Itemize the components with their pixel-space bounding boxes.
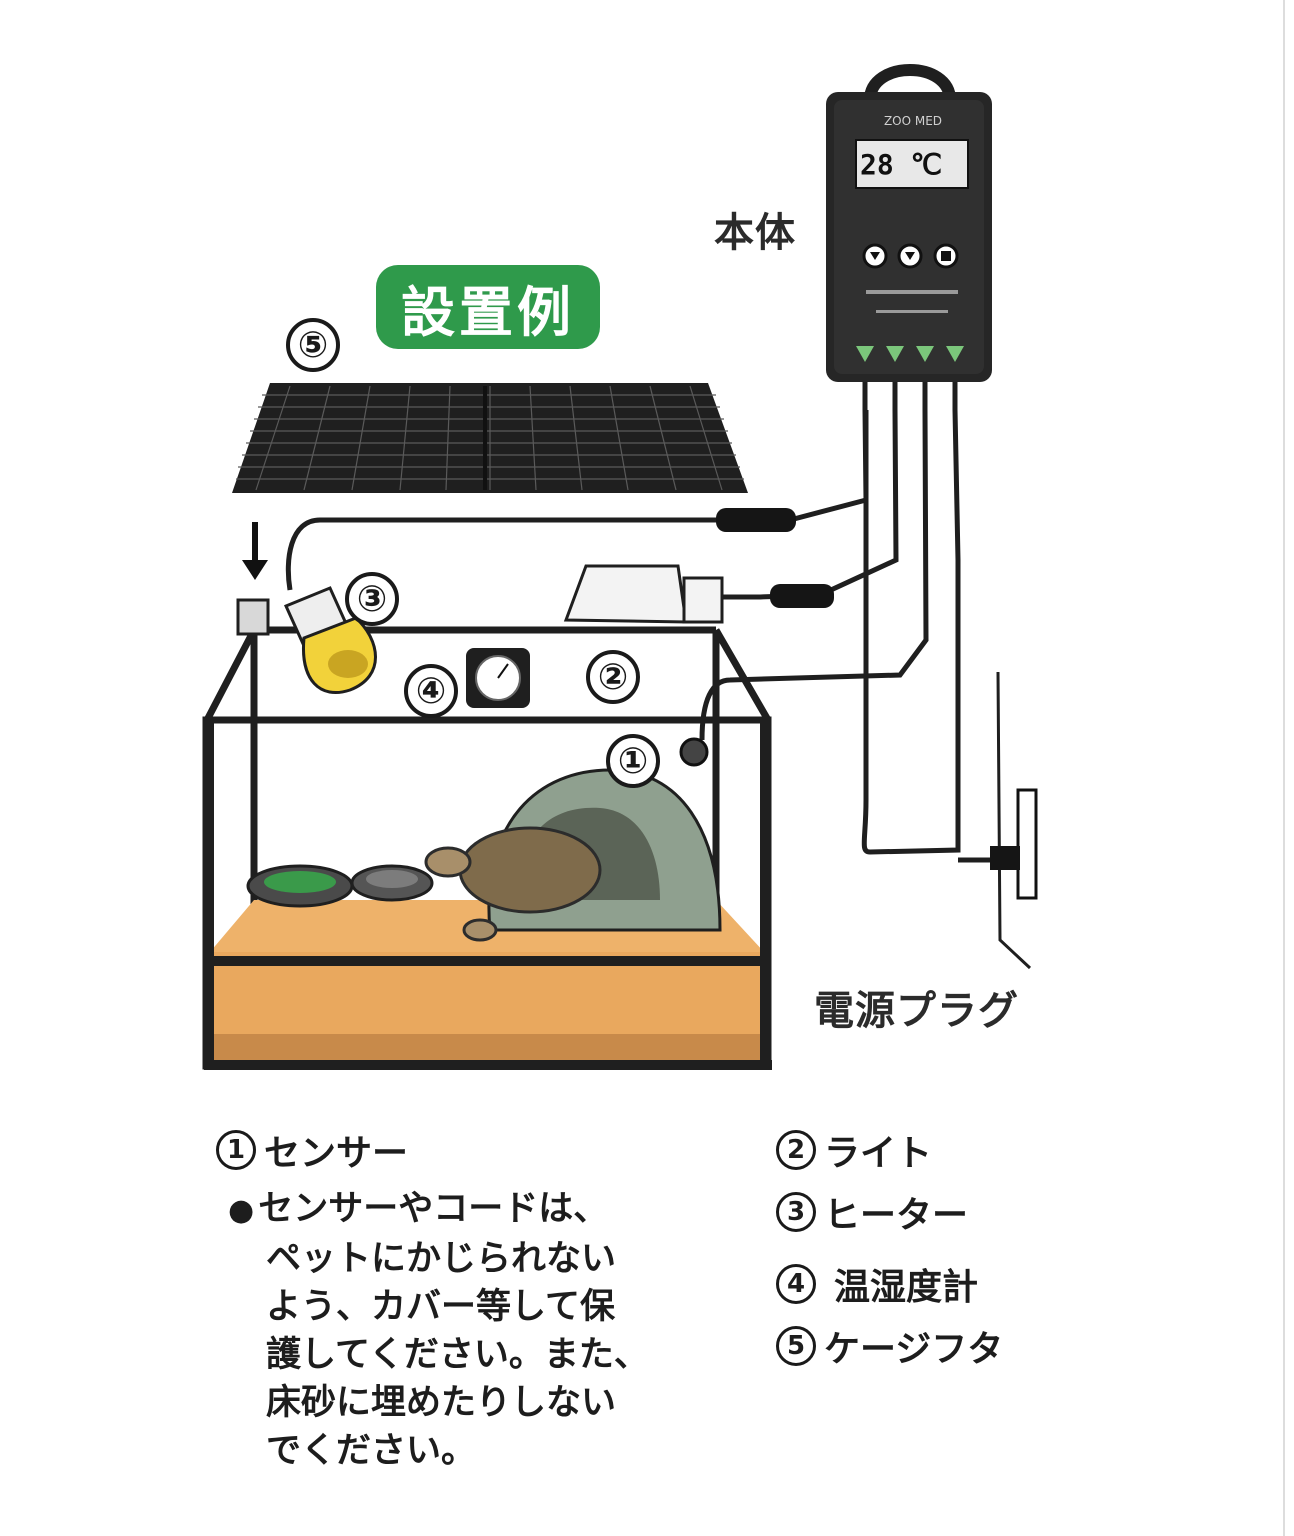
controller-device-icon (826, 64, 992, 382)
legend-number: 2 (776, 1130, 816, 1170)
legend-item-cage-lid: 5 ケージフタ (776, 1320, 1003, 1372)
legend-number: 5 (776, 1326, 816, 1366)
sensor-icon (679, 737, 709, 767)
note-line-text: センサーやコードは、 (258, 1189, 609, 1229)
legend-text: ケージフタ (824, 1329, 1004, 1370)
note-line: でください。 (266, 1431, 477, 1471)
note-line: ●センサーやコードは、 (228, 1185, 698, 1235)
heat-lamp-icon (236, 586, 377, 695)
callout-3: ③ (345, 572, 399, 626)
callout-4: ④ (404, 664, 458, 718)
note-line: よう、カバー等して保 (266, 1287, 615, 1327)
callout-1: ① (606, 734, 660, 788)
note-line: 護してください。また、 (266, 1335, 649, 1375)
hygrometer-icon (466, 648, 530, 708)
power-plug-label: 電源プラグ (814, 988, 1019, 1034)
legend-number: 3 (776, 1192, 816, 1232)
legend-text: 温湿度計 (834, 1267, 979, 1308)
down-arrow-icon (242, 522, 268, 580)
legend-number: 1 (216, 1130, 256, 1170)
legend-number: 4 (776, 1264, 816, 1304)
controller-display-text: 28 ℃ (860, 147, 943, 181)
note-line: 床砂に埋めたりしない (266, 1383, 617, 1423)
callout-5: ⑤ (286, 318, 340, 372)
light-fixture-icon (563, 564, 724, 624)
legend-text: ヒーター (824, 1195, 969, 1236)
legend-item-light: 2 ライト (776, 1124, 932, 1176)
food-dish-icon (246, 864, 434, 908)
legend-text: ライト (824, 1133, 933, 1174)
wall-outlet-icon (990, 671, 1038, 970)
legend-text: センサー (264, 1133, 409, 1174)
controller-brand-text: ZOO MED (883, 114, 943, 128)
legend-item-hygrometer: 4 温湿度計 (776, 1258, 978, 1310)
bullet: ● (228, 1193, 255, 1228)
sensor-note: ●センサーやコードは、 ペットにかじられない よう、カバー等して保 護してくださ… (228, 1185, 698, 1475)
main-unit-label: 本体 (714, 210, 796, 256)
callout-2: ② (586, 650, 640, 704)
cage-lid-icon (232, 383, 748, 493)
legend-item-sensor: 1 センサー (216, 1124, 408, 1176)
title-badge-text: 設置例 (401, 280, 575, 344)
tortoise-icon (424, 826, 602, 942)
note-line: ペットにかじられない (266, 1239, 617, 1279)
title-badge: 設置例 (376, 265, 600, 349)
legend-item-heater: 3 ヒーター (776, 1186, 968, 1238)
